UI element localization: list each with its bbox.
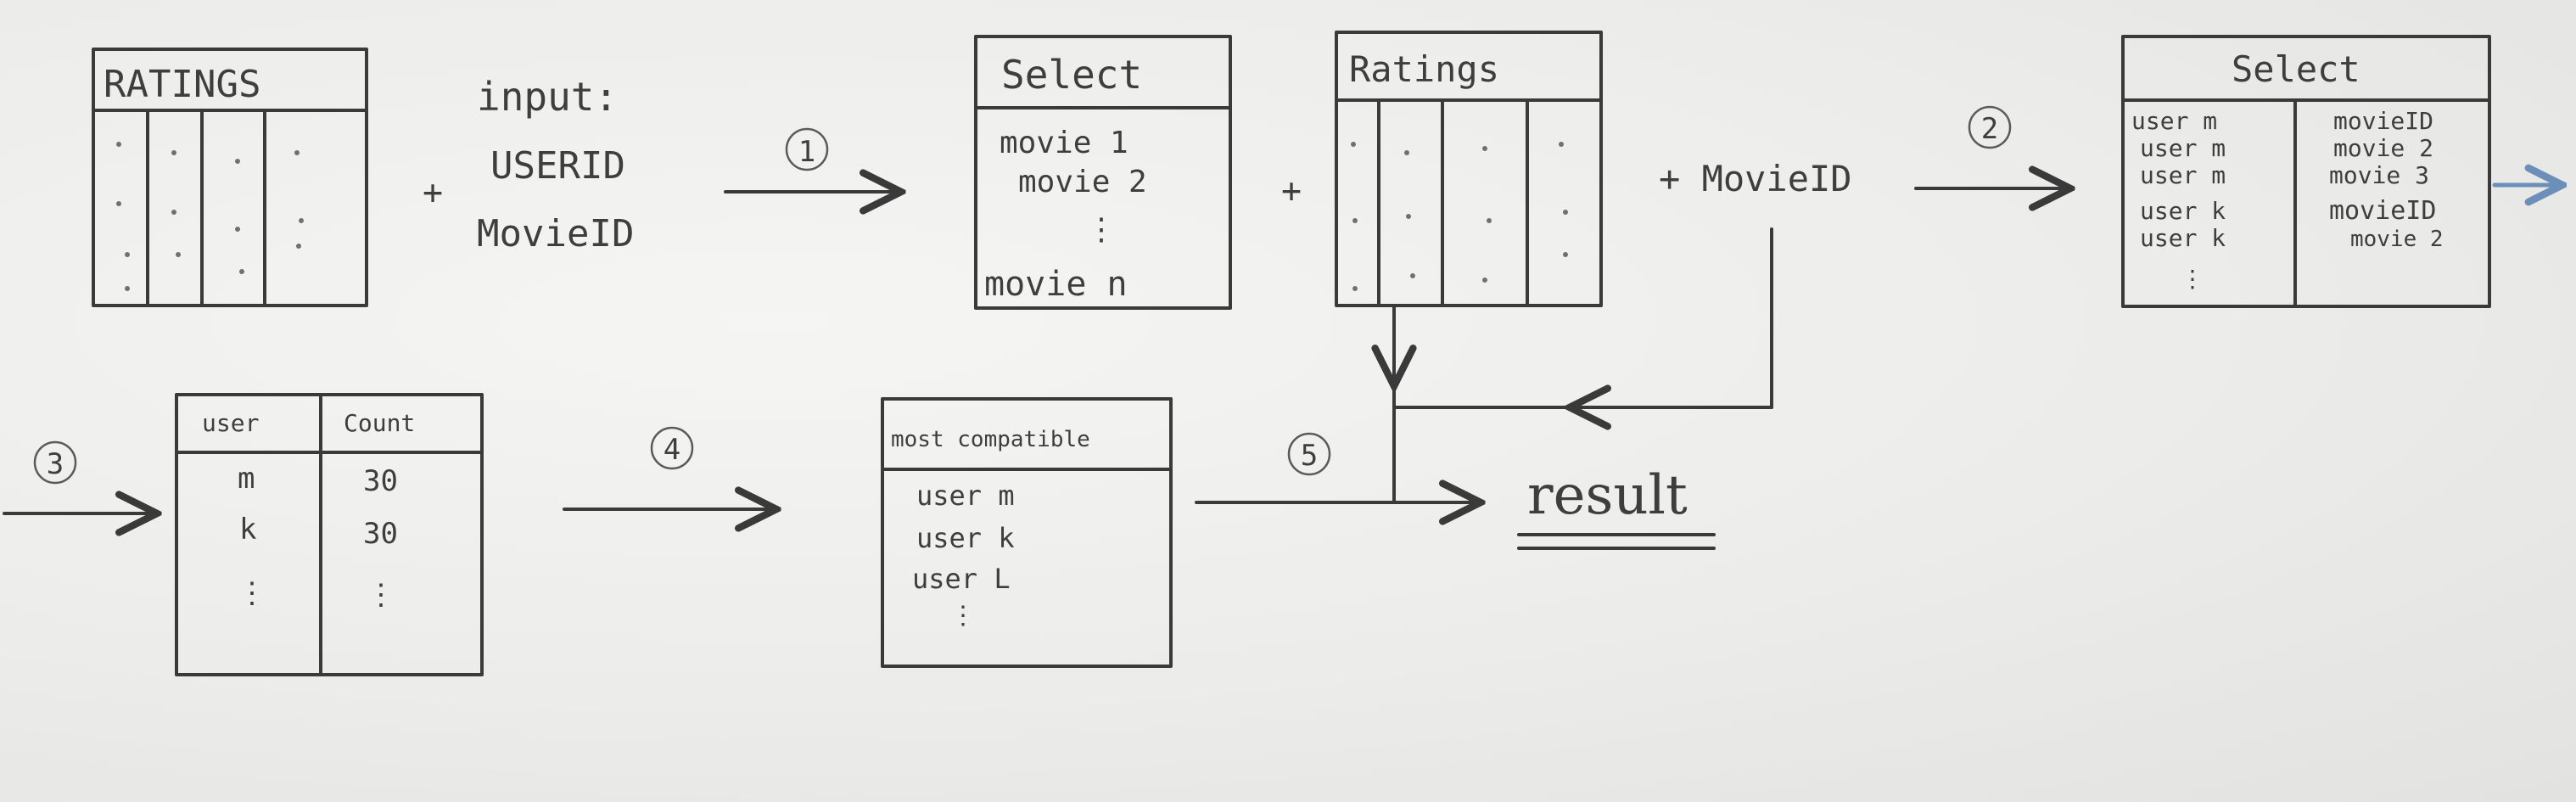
select-movies-row-2: movie 2 — [1018, 165, 1147, 199]
count-table-count-2: 30 — [363, 517, 398, 551]
select-users-left-2: user m — [2140, 134, 2226, 162]
input-userid: USERID — [490, 144, 625, 188]
result: result — [1517, 464, 1716, 550]
ratings-cell-dots — [116, 142, 304, 291]
step-4: 4 — [563, 426, 776, 509]
input-block: input: USERID MovieID — [477, 74, 634, 255]
plus-sign-2: + — [1281, 171, 1302, 210]
select-users-right-2: movie 2 — [2333, 134, 2433, 162]
count-table-col1-header: user — [202, 409, 259, 437]
movieid-label: + MovieID — [1659, 158, 1852, 199]
select-movies-row-4: movie n — [984, 265, 1128, 304]
select-users-left-1: user m — [2131, 107, 2217, 135]
input-heading: input: — [477, 74, 618, 120]
select-movies-row-3: ⋮ — [1086, 212, 1117, 247]
step-4-number: 4 — [664, 433, 680, 467]
step-3-number: 3 — [47, 447, 64, 481]
most-compatible-table: most compatible user m user k user L ⋮ — [881, 397, 1173, 668]
count-table-user-3: ⋮ — [238, 576, 266, 610]
select-users-right-5: movie 2 — [2350, 227, 2444, 252]
step-1-number: 1 — [798, 135, 815, 169]
step-5: 5 — [1195, 432, 1481, 502]
step-2-number: 2 — [1981, 112, 1998, 146]
ratings-table-2-title: Ratings — [1349, 48, 1499, 90]
most-compatible-row-3: user L — [912, 563, 1011, 595]
most-compatible-row-2: user k — [916, 522, 1015, 554]
step-3: 3 — [3, 440, 157, 513]
count-table-count-1: 30 — [363, 464, 398, 498]
count-table-count-3: ⋮ — [367, 578, 395, 612]
select-movies-table: Select movie 1 movie 2 ⋮ movie n — [974, 35, 1232, 310]
count-table-user-2: k — [239, 513, 256, 547]
select-users-title: Select — [2232, 48, 2360, 90]
select-users-right-4: movieID — [2329, 196, 2436, 226]
select-users-left-5: user k — [2140, 224, 2226, 252]
ratings-table: RATINGS — [92, 48, 368, 307]
select-users-table: Select user m user m user m user k user … — [2121, 35, 2491, 308]
select-movies-title: Select — [1001, 52, 1142, 98]
select-users-left-4: user k — [2140, 197, 2226, 225]
most-compatible-row-1: user m — [916, 480, 1015, 512]
plus-sign-1: + — [423, 173, 443, 212]
step-5-number: 5 — [1301, 439, 1318, 473]
most-compatible-row-4: ⋮ — [950, 601, 976, 631]
step-2: 2 — [1914, 105, 2070, 188]
count-table-col2-header: Count — [344, 409, 415, 437]
count-table: user Count m k ⋮ 30 30 ⋮ — [175, 393, 484, 676]
input-movieid: MovieID — [477, 212, 634, 255]
ratings-table-title: RATINGS — [104, 63, 260, 106]
select-users-right-1: movieID — [2333, 107, 2433, 135]
count-table-user-1: m — [238, 462, 255, 496]
select-users-right-3: movie 3 — [2329, 161, 2429, 189]
step-1: 1 — [724, 127, 901, 192]
ratings-table-2: Ratings — [1335, 31, 1603, 307]
ratings-2-cell-dots — [1351, 142, 1568, 291]
connector-lines — [1394, 227, 1773, 504]
most-compatible-title: most compatible — [891, 427, 1090, 452]
result-label: result — [1527, 464, 1688, 527]
select-movies-row-1: movie 1 — [1000, 126, 1128, 160]
select-users-left-6: ⋮ — [2181, 265, 2204, 293]
select-users-left-3: user m — [2140, 161, 2226, 189]
